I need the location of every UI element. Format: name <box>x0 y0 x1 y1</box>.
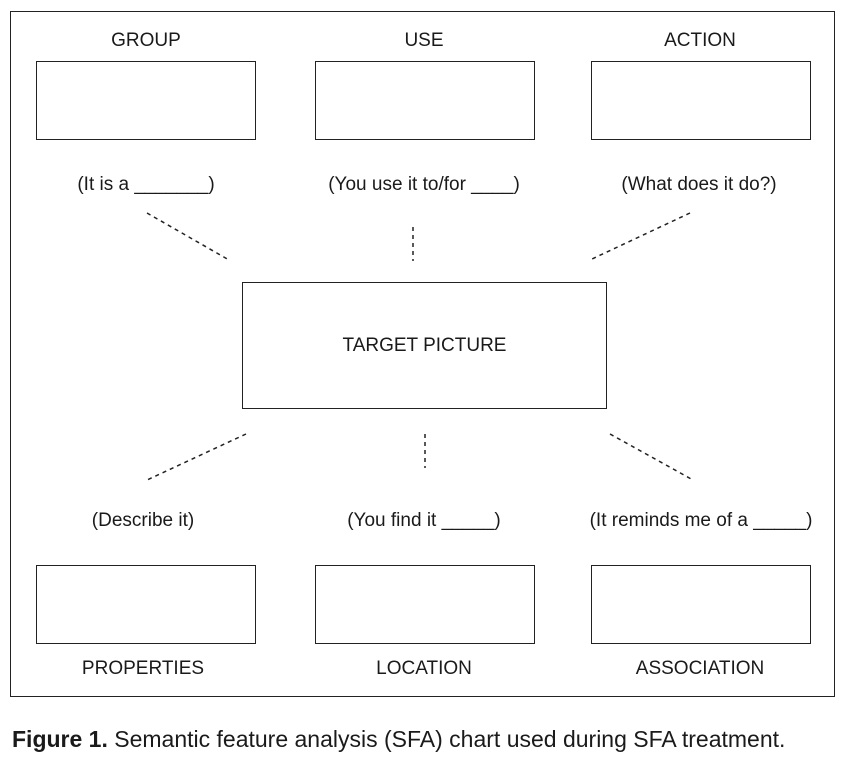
use-prompt: (You use it to/for ____) <box>328 174 520 195</box>
use-box <box>315 61 535 140</box>
properties-box <box>36 565 256 644</box>
location-label: LOCATION <box>376 658 472 679</box>
properties-prompt: (Describe it) <box>91 510 195 531</box>
connector-group <box>146 212 230 261</box>
diagram-frame <box>10 11 835 697</box>
target-picture-box: TARGET PICTURE <box>242 282 607 409</box>
connector-action <box>591 212 691 260</box>
action-label: ACTION <box>664 30 736 51</box>
location-box <box>315 565 535 644</box>
figure-caption-text: Semantic feature analysis (SFA) chart us… <box>114 726 786 752</box>
group-prompt: (It is a _______) <box>77 174 215 195</box>
action-prompt: (What does it do?) <box>621 174 777 195</box>
properties-label: PROPERTIES <box>81 658 205 679</box>
group-label: GROUP <box>111 30 181 51</box>
connector-association <box>609 433 694 481</box>
association-label: ASSOCIATION <box>635 658 765 679</box>
location-prompt: (You find it _____) <box>347 510 501 531</box>
association-prompt: (It reminds me of a _____) <box>589 510 813 531</box>
connector-properties <box>146 433 247 481</box>
figure-caption-label: Figure 1. <box>12 726 108 752</box>
use-label: USE <box>404 30 444 51</box>
action-box <box>591 61 811 140</box>
figure-caption: Figure 1. Semantic feature analysis (SFA… <box>12 726 785 753</box>
group-box <box>36 61 256 140</box>
target-picture-label: TARGET PICTURE <box>342 334 507 356</box>
association-box <box>591 565 811 644</box>
